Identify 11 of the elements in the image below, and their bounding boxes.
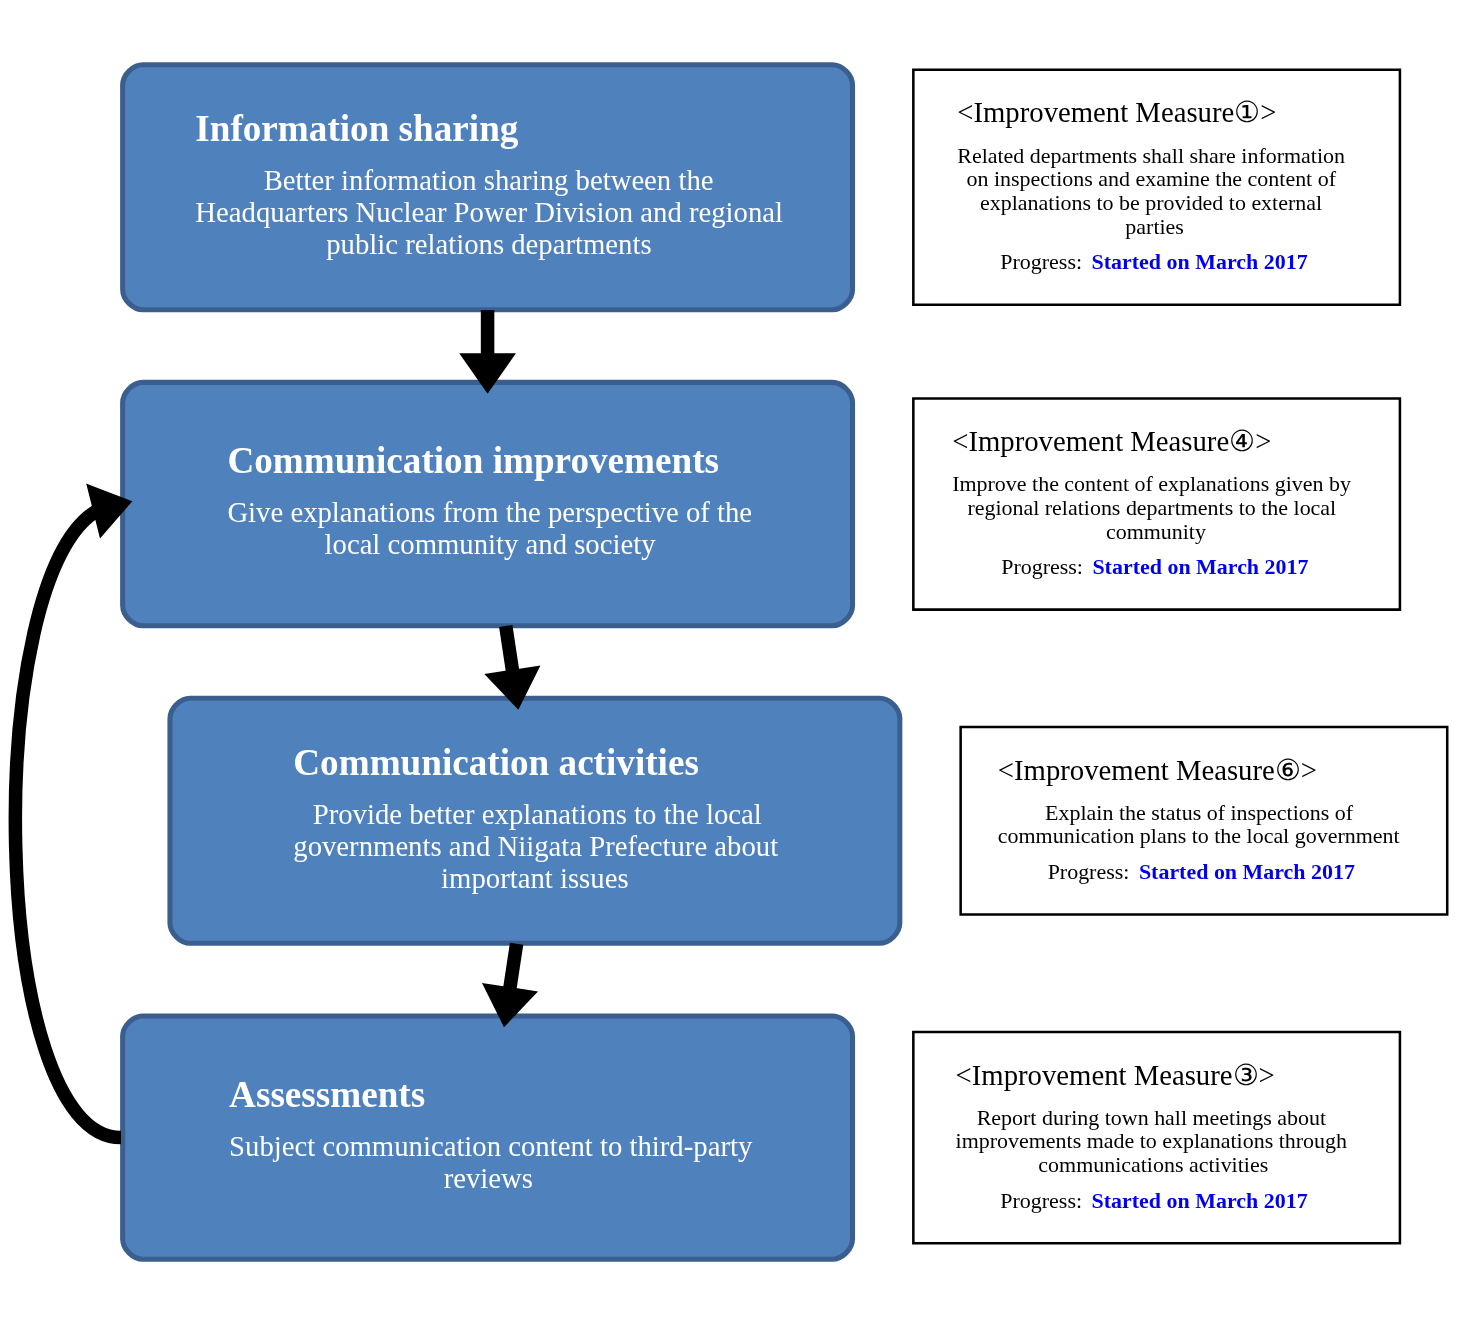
arrow — [459, 310, 516, 394]
node-box: Assessments Subject communication content to third-party reviews — [120, 1013, 856, 1262]
node-box: <Improvement Measure①> Related departments shall share information on inspections and examine the content of explanations to be provided to external parties Progress: Started on March 2017 — [912, 68, 1402, 306]
arrow — [482, 942, 539, 1028]
node-box: Communication activities Provide better explanations to the local governments and Niigata Prefecture about important issues — [167, 695, 903, 946]
node-box: <Improvement Measure④> Improve the content of explanations given by regional relations departments to the local community Progress: Started on March 2017 — [912, 397, 1402, 611]
node-box: <Improvement Measure③> Report during town hall meetings about improvements made to explanations through communications activities Progress: Started on March 2017 — [912, 1030, 1402, 1245]
arrow — [484, 625, 541, 710]
node-box: Information sharing Better information sharing between the Headquarters Nuclear Power Division and regional public relations departments — [120, 62, 856, 313]
node-box: <Improvement Measure⑥> Explain the status of inspections of communication plans to the local government Progress: Started on March 2017 — [959, 725, 1449, 916]
node-box: Communication improvements Give explanations from the perspective of the local community and society — [120, 379, 856, 629]
